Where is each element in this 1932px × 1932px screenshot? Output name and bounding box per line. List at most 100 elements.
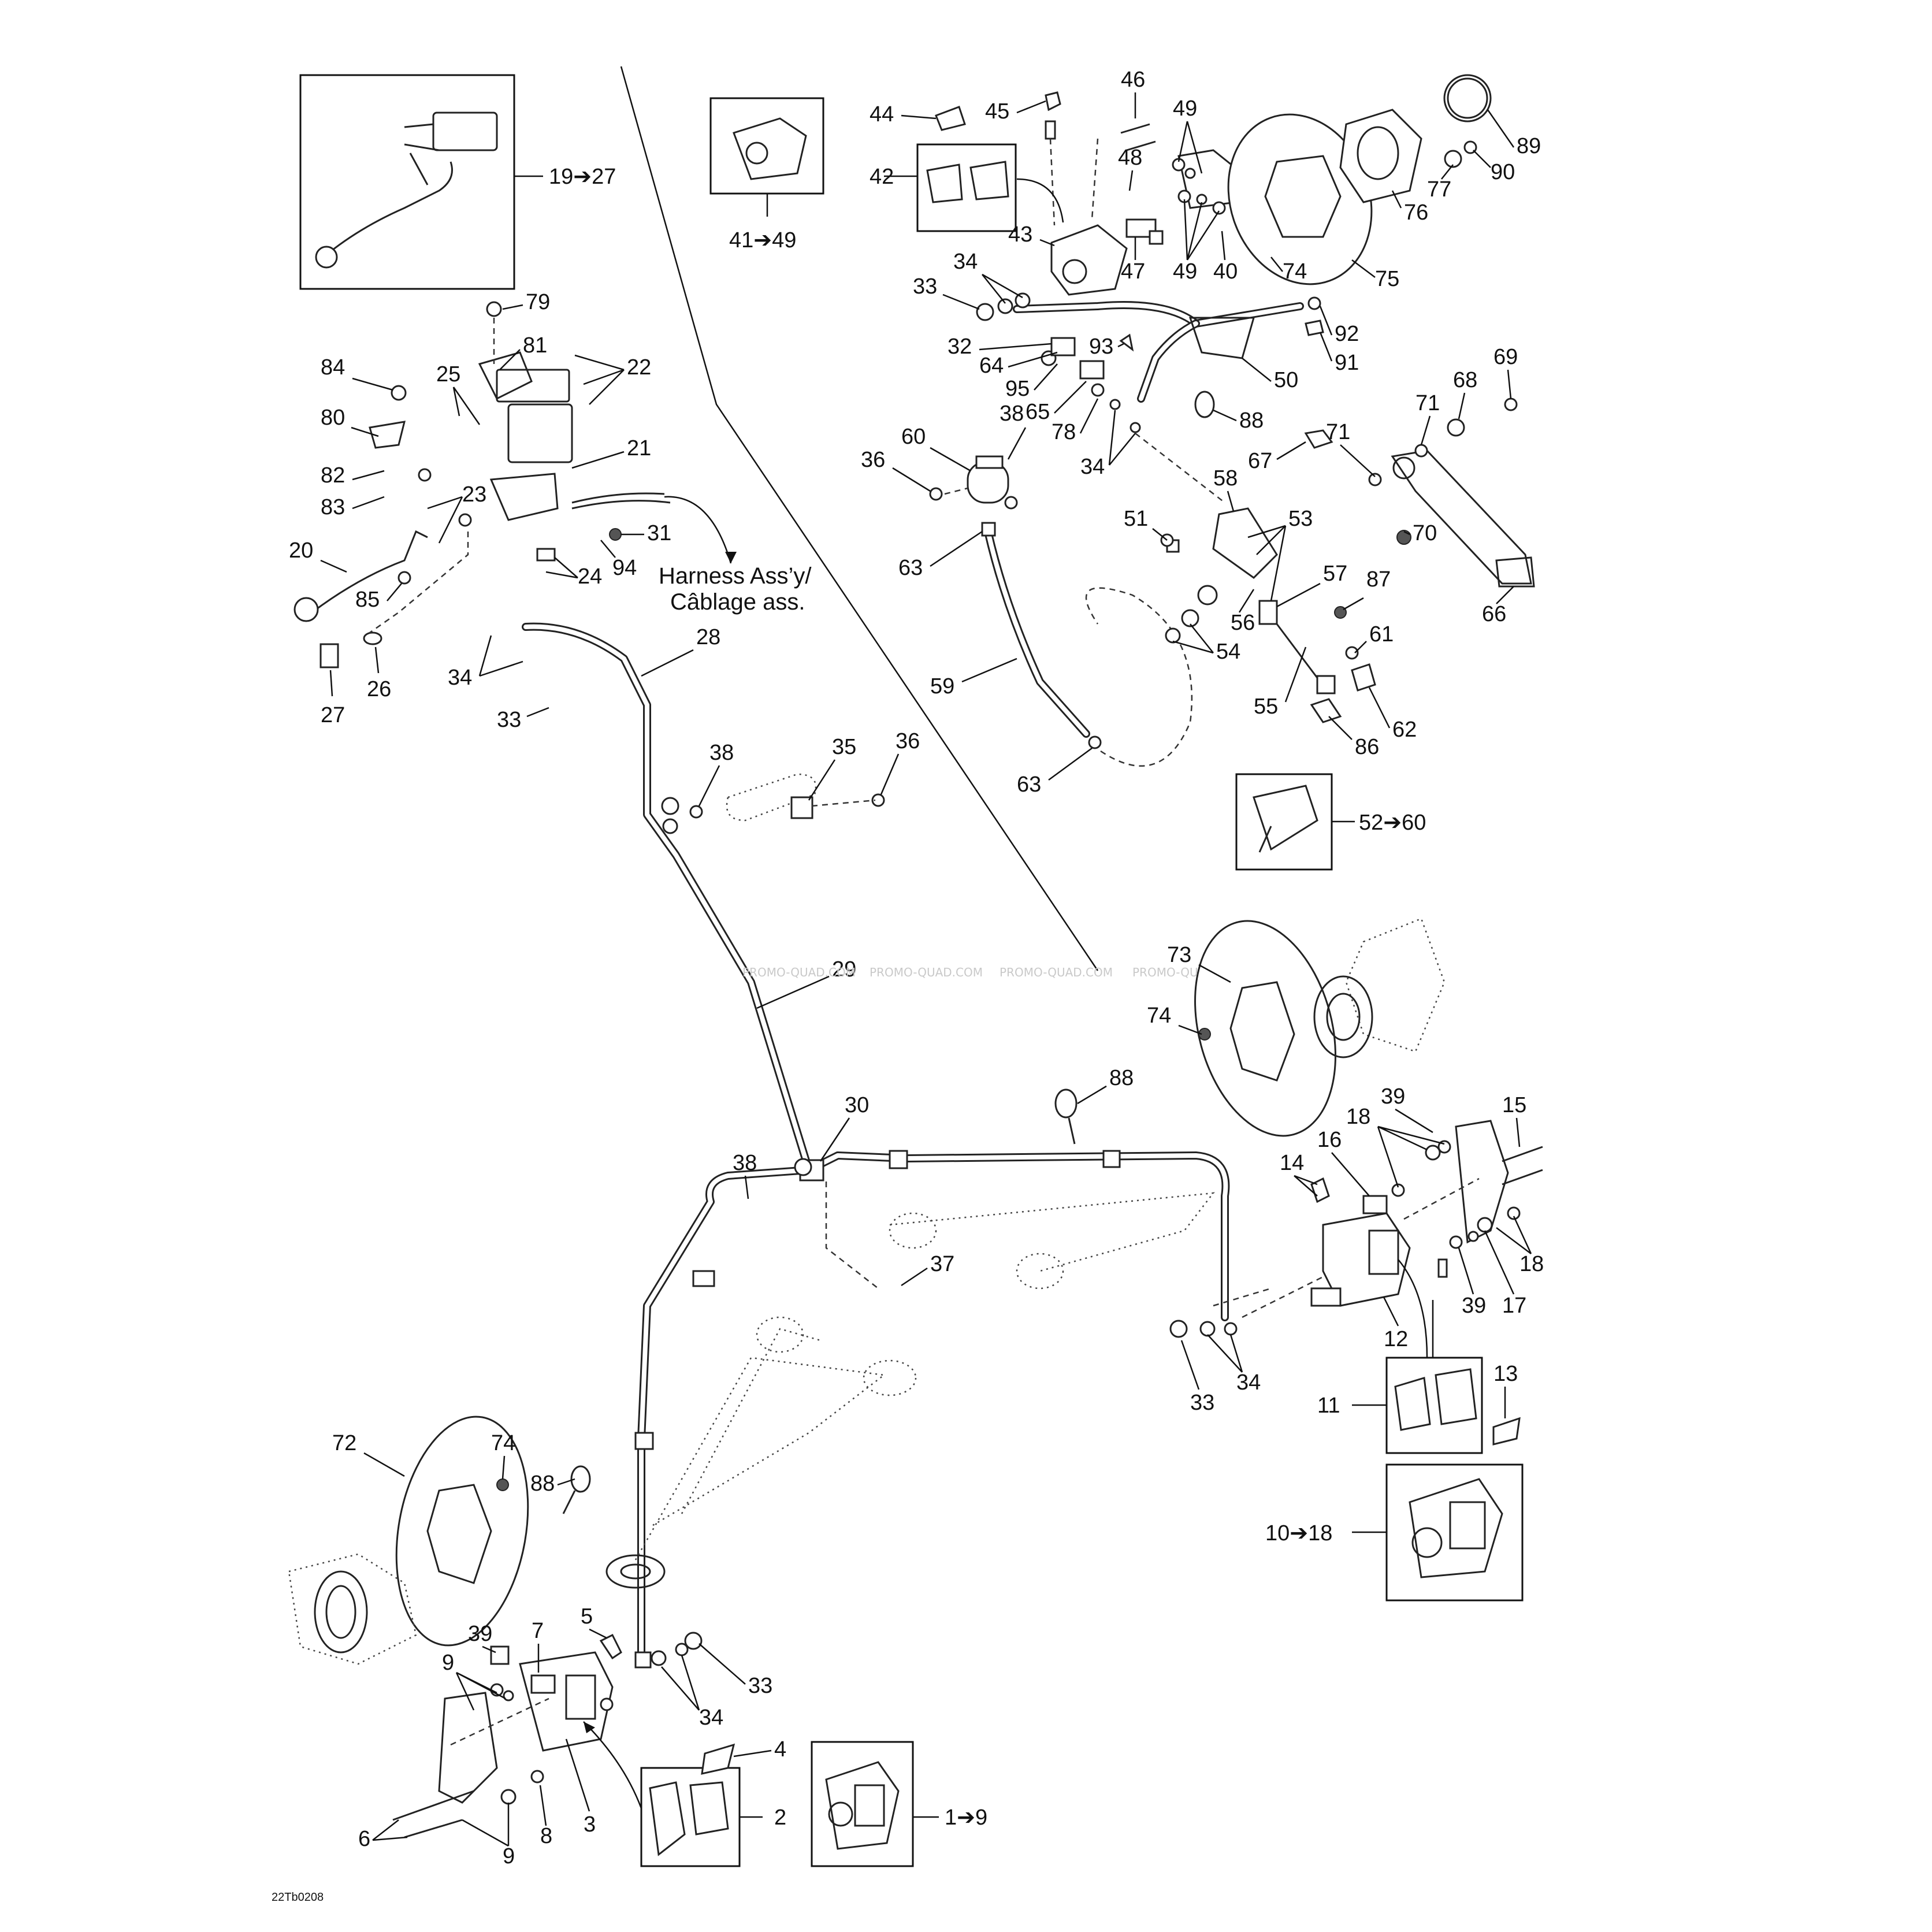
watermark-2: PROMO-QUAD.COM xyxy=(870,965,983,979)
kit-box-master-cylinder xyxy=(299,74,543,290)
callout-80: 80 xyxy=(321,406,345,430)
kit-box-front-right-caliper xyxy=(1352,1463,1524,1602)
callout-78: 78 xyxy=(1052,420,1076,444)
callout-42: 42 xyxy=(870,165,894,189)
callout-11: 11 xyxy=(1317,1394,1340,1418)
callout-73: 73 xyxy=(1167,943,1191,967)
front-left-disc-72 xyxy=(288,1415,529,1665)
callout-66: 66 xyxy=(1482,602,1506,626)
callout-70: 70 xyxy=(1413,521,1437,545)
callout-3: 3 xyxy=(584,1812,596,1837)
callout-88-lower: 88 xyxy=(530,1472,555,1496)
callout-72: 72 xyxy=(332,1431,356,1455)
kit-box-rear-master xyxy=(1235,773,1355,871)
callout-rear-caliper-kit: 41➔49 xyxy=(729,228,796,252)
callout-63-lower: 63 xyxy=(1017,772,1041,797)
callout-71-upper: 71 xyxy=(1415,391,1440,415)
callout-95: 95 xyxy=(1005,377,1030,401)
callout-33-upper-left: 33 xyxy=(497,708,521,732)
callout-front-right-caliper-kit: 10➔18 xyxy=(1265,1521,1332,1545)
callout-14: 14 xyxy=(1280,1151,1304,1175)
callout-34-rear-mid: 34 xyxy=(1080,455,1105,479)
callout-35: 35 xyxy=(832,735,856,759)
callout-43: 43 xyxy=(1008,222,1032,247)
callout-46: 46 xyxy=(1121,68,1145,92)
callout-85: 85 xyxy=(355,588,380,612)
callout-69: 69 xyxy=(1493,345,1518,369)
callout-9-upper: 9 xyxy=(442,1651,454,1675)
callout-83: 83 xyxy=(321,495,345,519)
callout-76: 76 xyxy=(1404,200,1428,225)
callout-54: 54 xyxy=(1216,640,1240,664)
callout-33-front-right: 33 xyxy=(1190,1391,1214,1415)
rear-brake-pedal xyxy=(1304,397,1535,588)
watermark-1: PROMO-QUAD.COM xyxy=(742,965,856,979)
callout-51: 51 xyxy=(1124,507,1148,531)
callout-58: 58 xyxy=(1213,466,1238,491)
callout-34-front-left: 34 xyxy=(699,1706,723,1730)
callout-38-junction: 38 xyxy=(733,1151,757,1175)
callout-53: 53 xyxy=(1288,507,1313,531)
callout-65: 65 xyxy=(1026,400,1050,424)
callout-2: 2 xyxy=(774,1805,786,1830)
callout-22: 22 xyxy=(627,355,651,380)
callout-56: 56 xyxy=(1231,611,1255,635)
front-brake-line-main xyxy=(522,622,1272,1669)
kit-box-rear-caliper xyxy=(709,97,824,217)
callout-88-rear: 88 xyxy=(1239,408,1264,433)
rear-brake-line xyxy=(976,292,1324,503)
callout-5: 5 xyxy=(581,1604,593,1629)
rear-caliper-exploded xyxy=(935,91,1278,296)
callout-84: 84 xyxy=(321,355,345,380)
callout-36-clamp: 36 xyxy=(896,729,920,753)
callout-40: 40 xyxy=(1213,259,1238,284)
callout-49-top: 49 xyxy=(1173,96,1197,121)
callout-67: 67 xyxy=(1248,449,1272,473)
callout-33-front-left: 33 xyxy=(748,1674,772,1698)
callout-31: 31 xyxy=(647,521,671,545)
callout-29: 29 xyxy=(832,957,856,982)
cable-tie-88-upper xyxy=(1054,1088,1078,1145)
callout-93: 93 xyxy=(1089,335,1113,359)
watermark-row: PROMO-QUAD.COM PROMO-QUAD.COM PROMO-QUAD… xyxy=(742,965,1198,979)
kit-box-rear-pads xyxy=(884,143,1017,232)
callout-48: 48 xyxy=(1118,146,1142,170)
callout-79: 79 xyxy=(526,290,550,314)
line-clamp-35 xyxy=(689,773,885,822)
callout-17: 17 xyxy=(1502,1294,1526,1318)
callout-74-rear: 74 xyxy=(1283,259,1307,284)
front-right-disc-73 xyxy=(1194,917,1446,1137)
callout-64: 64 xyxy=(979,354,1004,378)
callout-18-lower: 18 xyxy=(1519,1252,1544,1276)
callout-59: 59 xyxy=(930,674,954,699)
drawing-code: 22Tb0208 xyxy=(272,1891,324,1904)
callout-34-front-right: 34 xyxy=(1236,1370,1261,1395)
callout-91: 91 xyxy=(1335,351,1359,375)
callout-rear-master-kit: 52➔60 xyxy=(1359,811,1426,835)
callout-68: 68 xyxy=(1453,368,1477,392)
callout-8: 8 xyxy=(540,1824,552,1848)
handlebar-master-cylinder-exploded xyxy=(293,301,737,668)
callout-62: 62 xyxy=(1392,718,1417,742)
callout-75: 75 xyxy=(1375,267,1399,291)
cable-tie-88-lower xyxy=(562,1465,591,1514)
callout-26: 26 xyxy=(367,677,391,701)
callout-16: 16 xyxy=(1317,1128,1342,1152)
callout-13: 13 xyxy=(1493,1362,1518,1386)
callout-55: 55 xyxy=(1254,694,1278,719)
harness-note-line2: Câblage ass. xyxy=(670,589,805,615)
callout-28: 28 xyxy=(696,625,720,649)
front-left-caliper-exploded xyxy=(392,1632,735,1838)
callout-71-lower: 71 xyxy=(1326,420,1350,444)
callout-20: 20 xyxy=(289,538,313,563)
callout-63-upper: 63 xyxy=(898,556,923,580)
callout-37: 37 xyxy=(930,1252,954,1276)
callout-74-front-right: 74 xyxy=(1147,1004,1171,1028)
callout-88-upper: 88 xyxy=(1109,1066,1134,1090)
callout-50: 50 xyxy=(1274,368,1298,392)
callout-32: 32 xyxy=(948,335,972,359)
callout-92: 92 xyxy=(1335,322,1359,346)
callout-7: 7 xyxy=(532,1619,544,1643)
callout-6: 6 xyxy=(358,1827,370,1851)
